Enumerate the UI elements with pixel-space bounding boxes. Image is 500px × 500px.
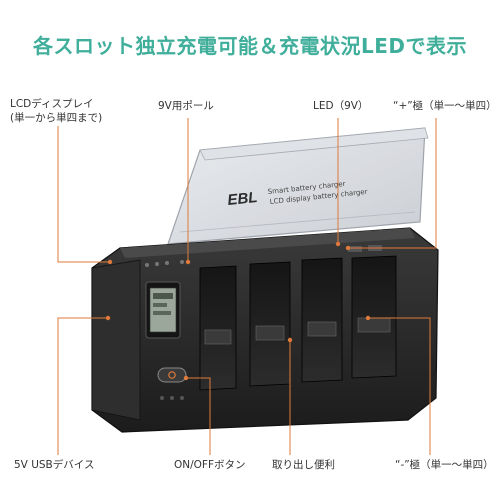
callout-minus-pole: “-”極（単一〜単四） bbox=[395, 459, 494, 471]
callout-lcd-line1: LCDディスプレイ bbox=[10, 98, 94, 110]
callout-lcd-display: LCDディスプレイ (単一から単四まで) bbox=[10, 97, 102, 125]
callout-lcd-line2: (単一から単四まで) bbox=[10, 112, 103, 125]
callout-9v-pole: 9V用ポール bbox=[158, 100, 214, 112]
brand-logo: EBL bbox=[227, 189, 259, 209]
led-indicators bbox=[145, 260, 184, 267]
callout-carry: 取り出し便利 bbox=[272, 459, 335, 471]
callout-lines bbox=[57, 118, 437, 455]
transparent-lid: EBL Smart battery charger LCD display ba… bbox=[167, 127, 429, 245]
callout-onoff: ON/OFFボタン bbox=[174, 459, 246, 471]
callout-led-9v: LED（9V） bbox=[313, 100, 369, 112]
headline: 各スロット独立充電可能＆充電状況LEDで表示 bbox=[32, 34, 467, 58]
onoff-button[interactable] bbox=[157, 367, 187, 383]
battery-slots bbox=[199, 245, 397, 391]
callout-dots bbox=[105, 241, 371, 381]
lcd-display bbox=[145, 281, 181, 339]
callout-usb: 5V USBデバイス bbox=[14, 459, 95, 471]
callout-plus-pole: “+”極（単一〜単四） bbox=[393, 100, 497, 112]
